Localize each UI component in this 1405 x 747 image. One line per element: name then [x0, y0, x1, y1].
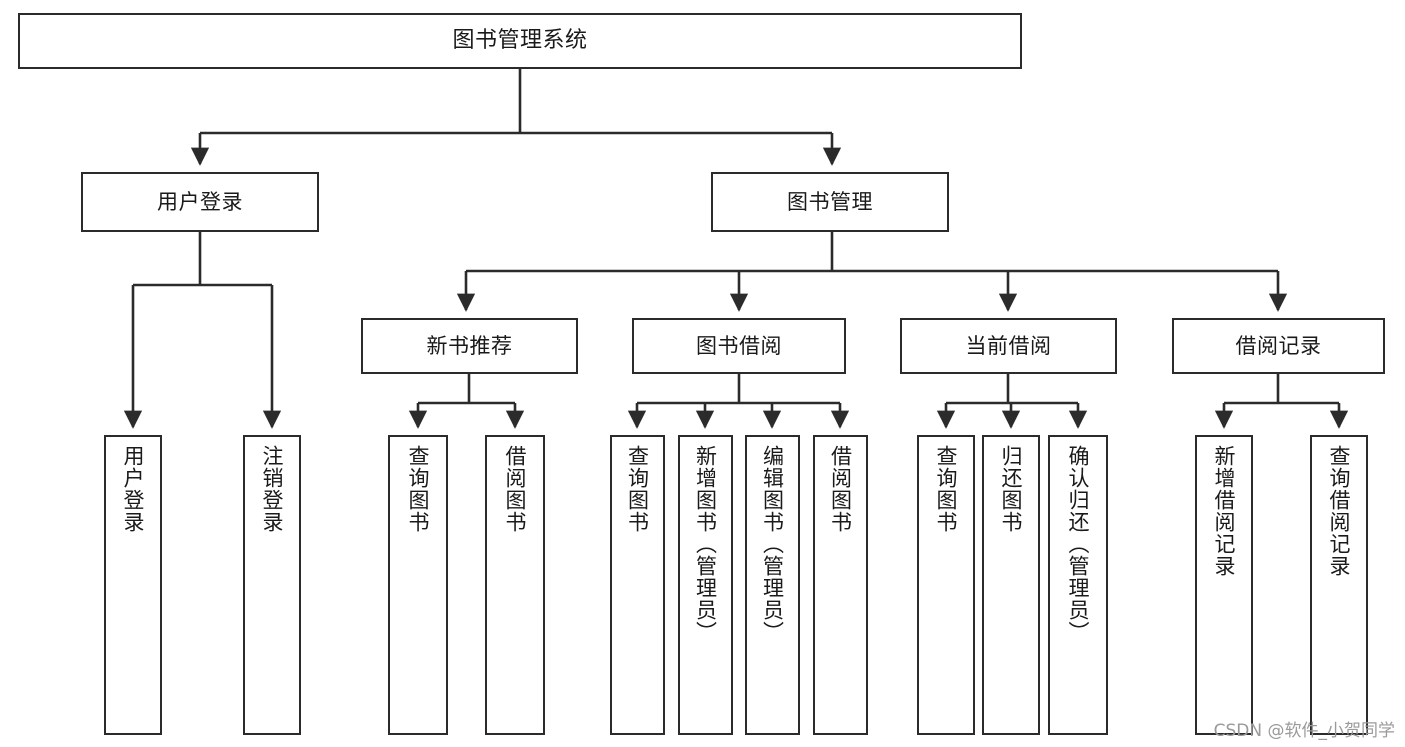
node-leaf-borrow-book-label: 借阅图书 — [828, 445, 853, 533]
node-leaf-add-record-label: 新增借阅记录 — [1212, 445, 1237, 577]
node-leaf-query-book-borrow-label: 查询图书 — [625, 445, 650, 533]
node-leaf-add-book-label: 新增图书（管理员） — [693, 445, 718, 643]
node-leaf-edit-book-label: 编辑图书（管理员） — [760, 445, 785, 643]
node-leaf-query-book-rec-label: 查询图书 — [406, 445, 431, 533]
node-leaf-query-book-cur[interactable]: 查询图书 — [917, 435, 975, 735]
node-current-borrow-label: 当前借阅 — [965, 333, 1052, 358]
watermark: CSDN @软件_小贺同学 — [1213, 721, 1395, 741]
node-leaf-query-book-rec[interactable]: 查询图书 — [388, 435, 448, 735]
node-leaf-query-record-label: 查询借阅记录 — [1327, 445, 1352, 577]
node-borrow-record-label: 借阅记录 — [1235, 333, 1322, 358]
node-leaf-logout-login-label: 注销登录 — [260, 445, 285, 533]
node-leaf-query-record[interactable]: 查询借阅记录 — [1310, 435, 1368, 735]
node-book-manage-label: 图书管理 — [787, 189, 873, 214]
node-book-borrow[interactable]: 图书借阅 — [632, 318, 846, 374]
node-leaf-return-book[interactable]: 归还图书 — [982, 435, 1040, 735]
node-new-book-recommend-label: 新书推荐 — [426, 333, 513, 358]
node-root[interactable]: 图书管理系统 — [18, 13, 1022, 69]
node-leaf-return-book-label: 归还图书 — [999, 445, 1024, 533]
node-leaf-edit-book[interactable]: 编辑图书（管理员） — [745, 435, 800, 735]
node-leaf-user-login-label: 用户登录 — [121, 445, 146, 533]
node-leaf-query-book-borrow[interactable]: 查询图书 — [610, 435, 665, 735]
node-leaf-add-book[interactable]: 新增图书（管理员） — [678, 435, 733, 735]
node-leaf-borrow-book-rec-label: 借阅图书 — [503, 445, 528, 533]
node-user-login[interactable]: 用户登录 — [81, 172, 319, 232]
node-book-manage[interactable]: 图书管理 — [711, 172, 949, 232]
node-leaf-borrow-book-rec[interactable]: 借阅图书 — [485, 435, 545, 735]
node-leaf-logout-login[interactable]: 注销登录 — [243, 435, 301, 735]
node-user-login-label: 用户登录 — [157, 189, 243, 214]
node-book-borrow-label: 图书借阅 — [696, 333, 782, 358]
node-current-borrow[interactable]: 当前借阅 — [900, 318, 1117, 374]
node-leaf-query-book-cur-label: 查询图书 — [934, 445, 959, 533]
node-leaf-add-record[interactable]: 新增借阅记录 — [1195, 435, 1253, 735]
node-leaf-borrow-book[interactable]: 借阅图书 — [813, 435, 868, 735]
node-leaf-user-login[interactable]: 用户登录 — [104, 435, 162, 735]
node-new-book-recommend[interactable]: 新书推荐 — [361, 318, 578, 374]
node-root-label: 图书管理系统 — [452, 28, 588, 54]
node-leaf-confirm-return-label: 确认归还（管理员） — [1066, 445, 1091, 643]
node-borrow-record[interactable]: 借阅记录 — [1172, 318, 1385, 374]
node-leaf-confirm-return[interactable]: 确认归还（管理员） — [1048, 435, 1108, 735]
